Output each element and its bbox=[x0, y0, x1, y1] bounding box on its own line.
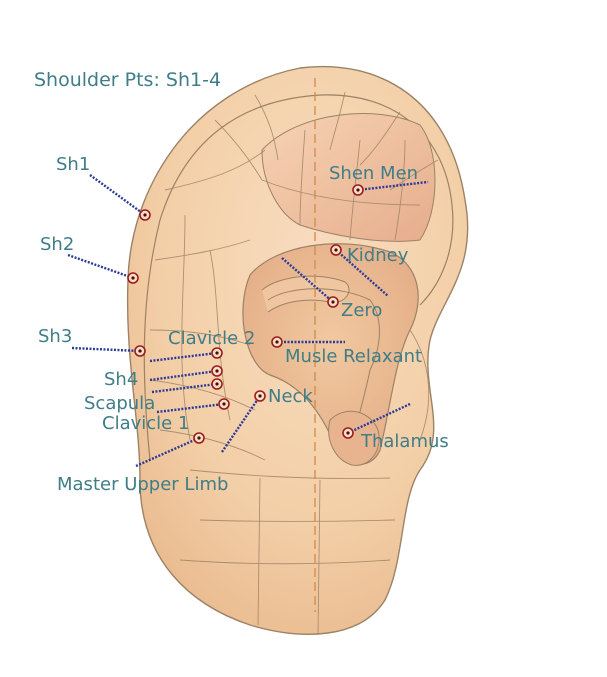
point-musle-relaxant bbox=[271, 336, 283, 348]
point-sh1 bbox=[139, 209, 151, 221]
label-sh4: Sh4 bbox=[104, 369, 138, 390]
point-clavicle-2 bbox=[211, 347, 223, 359]
labels: Shoulder Pts: Sh1-4 Sh1 Sh2 Sh3 Shen Men… bbox=[34, 69, 449, 495]
point-scapula bbox=[211, 378, 223, 390]
label-sh3: Sh3 bbox=[38, 326, 72, 347]
point-zero bbox=[327, 296, 339, 308]
point-neck bbox=[254, 390, 266, 402]
concha-inner bbox=[267, 288, 380, 451]
triangular-fossa bbox=[261, 113, 436, 242]
label-shen-men: Shen Men bbox=[329, 163, 418, 184]
label-clavicle-1: Clavicle 1 bbox=[102, 413, 189, 434]
label-clavicle-2: Clavicle 2 bbox=[168, 328, 255, 349]
label-kidney: Kidney bbox=[347, 245, 409, 266]
leader-zero bbox=[281, 257, 334, 303]
leader-clavicle-1 bbox=[156, 402, 225, 414]
leader-sh4 bbox=[149, 369, 218, 382]
ear-grid-lines bbox=[149, 91, 439, 636]
leader-thalamus bbox=[347, 402, 411, 435]
helix-crus bbox=[261, 275, 350, 313]
point-kidney bbox=[330, 244, 342, 256]
label-sh1: Sh1 bbox=[56, 154, 90, 175]
point-sh3 bbox=[134, 345, 146, 357]
diagram-title: Shoulder Pts: Sh1-4 bbox=[34, 69, 221, 91]
label-sh2: Sh2 bbox=[40, 234, 74, 255]
leader-sh1 bbox=[89, 174, 146, 216]
point-shen-men bbox=[352, 184, 364, 196]
leader-clavicle-2 bbox=[149, 351, 218, 363]
leader-master-upper-limb bbox=[135, 436, 200, 468]
leader-lines bbox=[67, 174, 429, 468]
leader-neck bbox=[221, 395, 261, 453]
point-master-upper-limb bbox=[193, 432, 205, 444]
label-master-upper-limb: Master Upper Limb bbox=[57, 474, 228, 495]
label-zero: Zero bbox=[341, 300, 382, 321]
label-musle-relaxant: Musle Relaxant bbox=[285, 346, 422, 367]
antitragus bbox=[328, 410, 380, 466]
point-sh2 bbox=[127, 272, 139, 284]
acupoint-markers bbox=[127, 184, 364, 444]
leader-sh3 bbox=[71, 346, 141, 353]
point-clavicle-1 bbox=[218, 398, 230, 410]
leader-scapula bbox=[151, 382, 218, 394]
label-neck: Neck bbox=[268, 386, 313, 407]
label-scapula: Scapula bbox=[84, 393, 155, 414]
helix-rim bbox=[143, 94, 454, 461]
leader-shen-men bbox=[357, 180, 429, 192]
point-thalamus bbox=[342, 427, 354, 439]
label-thalamus: Thalamus bbox=[360, 431, 449, 452]
leader-kidney bbox=[335, 249, 389, 297]
point-sh4 bbox=[211, 365, 223, 377]
leader-sh2 bbox=[67, 253, 134, 280]
